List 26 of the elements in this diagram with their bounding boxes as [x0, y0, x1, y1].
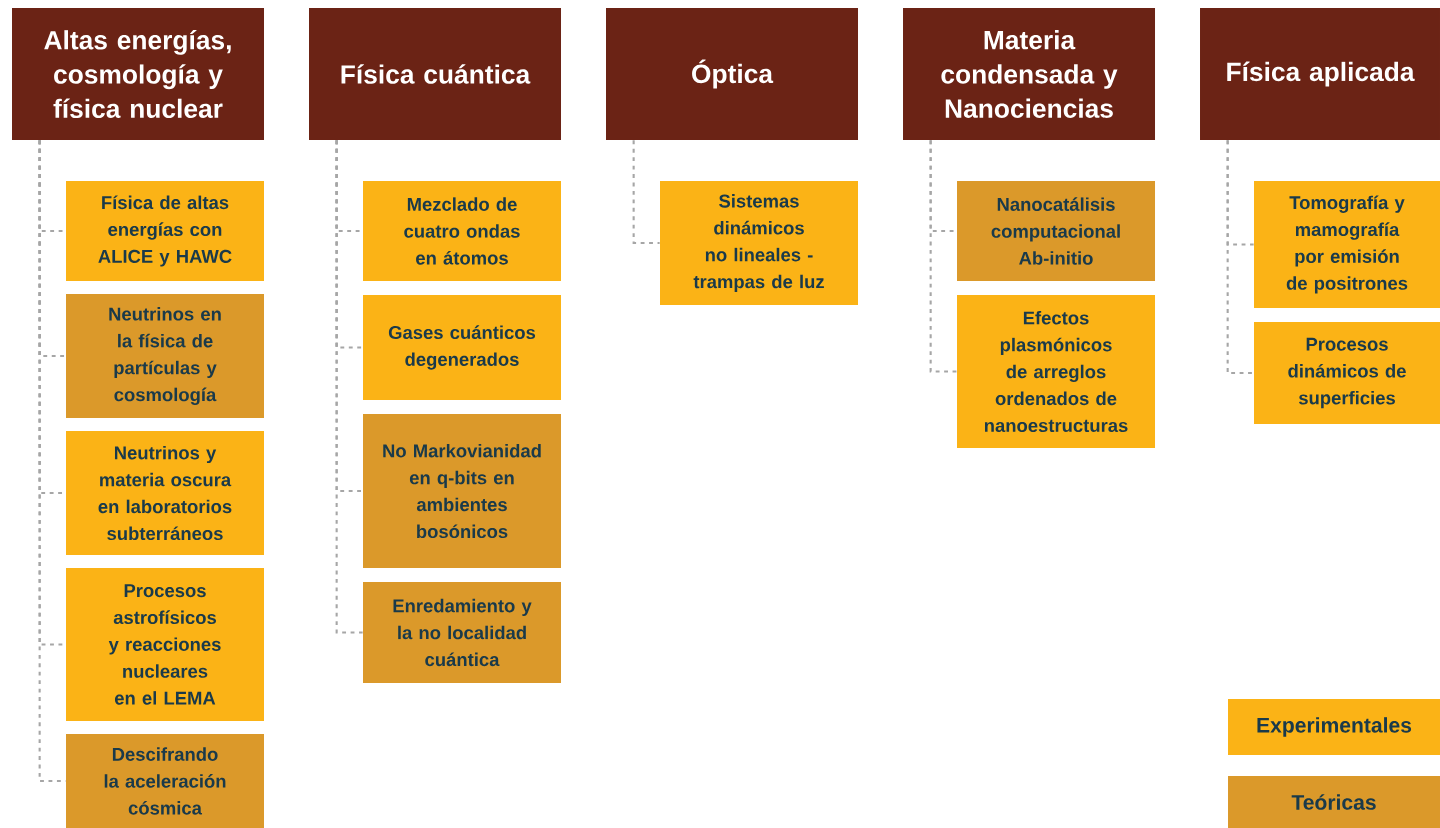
connector-line — [38, 140, 66, 783]
topic-box: Mezclado de cuatro ondas en átomos — [363, 181, 561, 281]
topic-box: Gases cuánticos degenerados — [363, 295, 561, 400]
topic-box: Neutrinos y materia oscura en laboratorios subterráneos — [66, 431, 264, 555]
category-header: Altas energías, cosmología y física nuclear — [12, 8, 264, 140]
connector-line — [632, 140, 660, 245]
topic-box: Efectos plasmónicos de arreglos ordenados de nanoestructuras — [957, 295, 1155, 448]
legend-label: Experimentales — [1257, 717, 1412, 737]
topic-box: Descifrando la aceleración cósmica — [66, 734, 264, 828]
category-header: Óptica — [606, 8, 858, 140]
topic-box: Tomografía y mamografía por emisión de positrones — [1254, 181, 1440, 308]
topic-box: No Markovianidad en q-bits en ambientes bosónicos — [363, 414, 561, 568]
topic-box: Procesos dinámicos de superficies — [1254, 322, 1440, 424]
category-header: Física cuántica — [309, 8, 561, 140]
topic-box: Sistemas dinámicos no lineales - trampas de luz — [660, 181, 858, 305]
topic-box: Procesos astrofísicos y reacciones nucleares en el LEMA — [66, 568, 264, 721]
topic-box: Enredamiento y la no localidad cuántica — [363, 582, 561, 683]
connector-line — [1226, 140, 1254, 375]
connector-line — [335, 140, 363, 634]
topic-box: Nanocatálisis computacional Ab-initio — [957, 181, 1155, 281]
connector-line — [929, 140, 957, 373]
topic-box: Física de altas energías con ALICE y HAWC — [66, 181, 264, 281]
category-header: Física aplicada — [1200, 8, 1440, 140]
topic-box: Neutrinos en la física de partículas y cosmología — [66, 294, 264, 418]
legend-label: Teóricas — [1291, 794, 1376, 810]
category-header: Materia condensada y Nanociencias — [903, 8, 1155, 140]
